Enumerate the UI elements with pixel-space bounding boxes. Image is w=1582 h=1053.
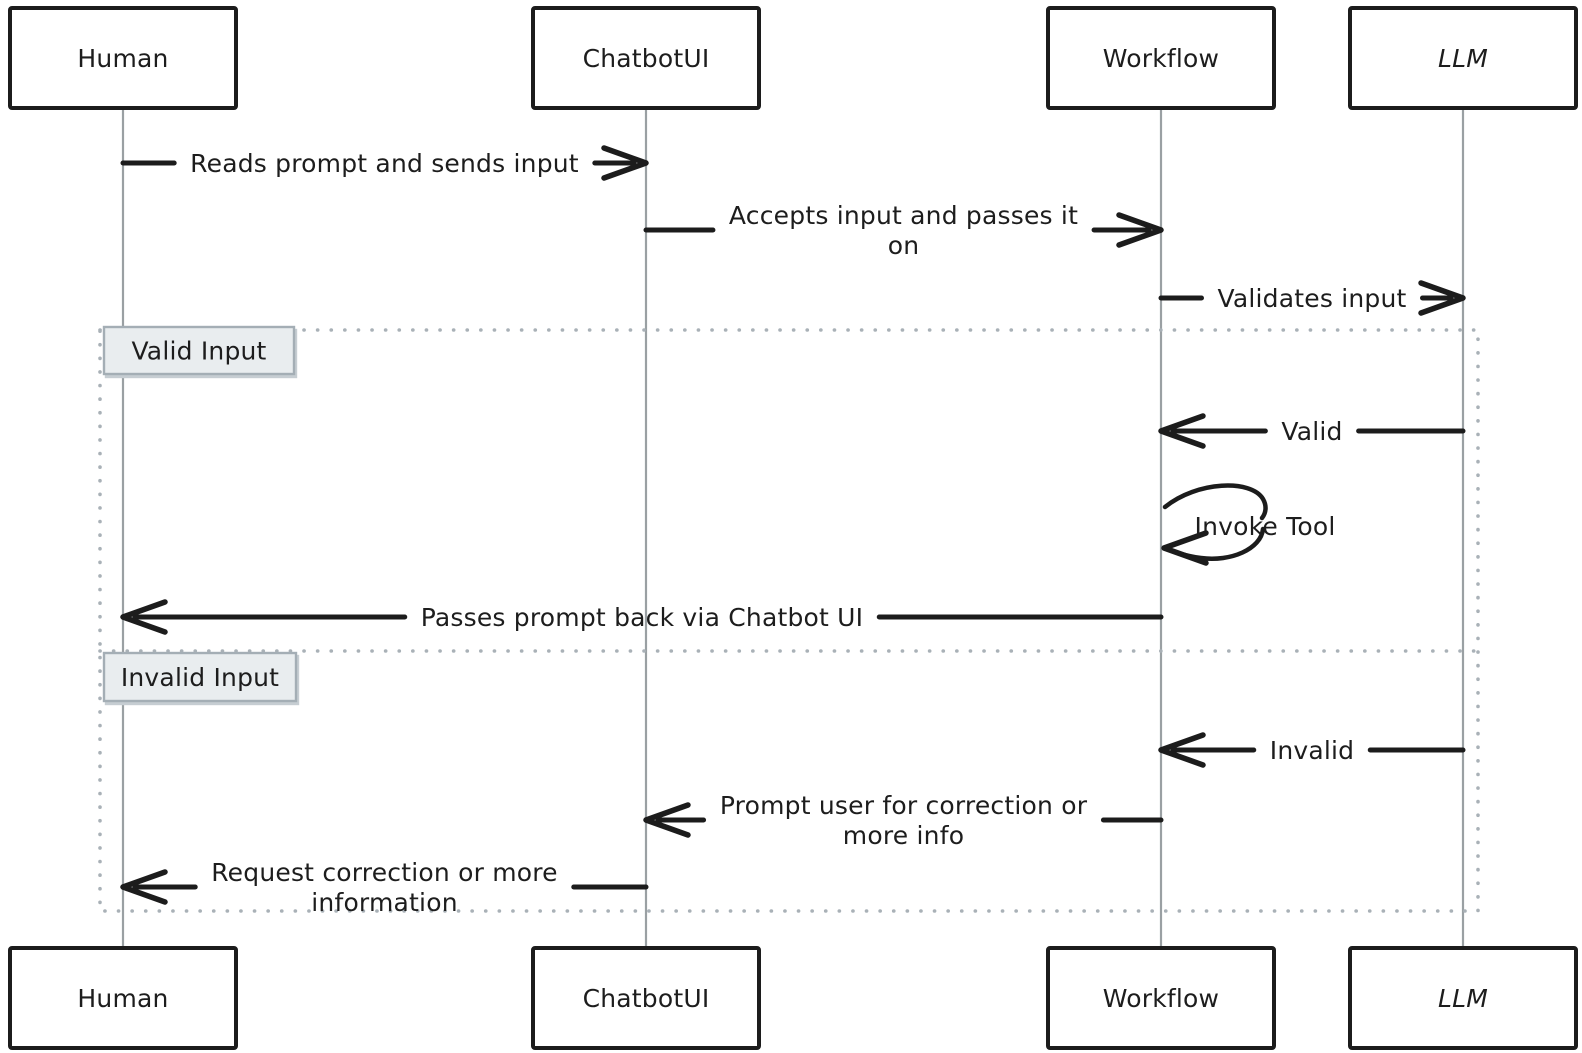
actor-human-top: Human <box>8 6 238 110</box>
message-text: on <box>888 231 920 260</box>
actor-box-llm-top <box>1348 6 1578 110</box>
actor-label-llm-bottom: LLM <box>1438 984 1488 1013</box>
message-text: Accepts input and passes it <box>729 201 1078 230</box>
message-text: more info <box>843 821 964 850</box>
actor-chatbotui-top: ChatbotUI <box>531 6 761 110</box>
message-1: Reads prompt and sends input <box>120 145 649 181</box>
message-6: Passes prompt back via Chatbot UI <box>120 599 1164 635</box>
actor-box-llm-bottom <box>1348 946 1578 1050</box>
actor-box-workflow-bottom <box>1046 946 1276 1050</box>
arrowhead <box>1116 212 1164 248</box>
message-text: Invalid <box>1270 736 1355 765</box>
message-4: Valid <box>1158 413 1466 449</box>
message-text: Prompt user for correction or <box>720 791 1088 820</box>
message-5: Invoke Tool <box>1161 483 1336 566</box>
actor-llm-bottom: LLM <box>1348 946 1578 1050</box>
actor-label-llm-top: LLM <box>1438 44 1488 73</box>
message-7: Invalid <box>1158 732 1466 768</box>
frame-label-text-0: Valid Input <box>131 337 266 366</box>
actor-box-human-bottom <box>8 946 238 1050</box>
actor-llm-top: LLM <box>1348 6 1578 110</box>
frame-label-text-1: Invalid Input <box>121 663 279 692</box>
actor-box-chatbotui-bottom <box>531 946 761 1050</box>
arrowhead <box>1158 413 1206 449</box>
actor-label-chatbotui-top: ChatbotUI <box>583 44 710 73</box>
actor-box-chatbotui-top <box>531 6 761 110</box>
arrowhead <box>1158 732 1206 768</box>
message-text: information <box>311 888 458 917</box>
actor-workflow-bottom: Workflow <box>1046 946 1276 1050</box>
arrowhead <box>120 599 168 635</box>
message-text: Reads prompt and sends input <box>190 149 579 178</box>
arrowhead <box>601 145 649 181</box>
message-text: Valid <box>1281 417 1342 446</box>
actor-chatbotui-bottom: ChatbotUI <box>531 946 761 1050</box>
self-loop-top <box>1162 483 1268 521</box>
message-text: Passes prompt back via Chatbot UI <box>421 603 864 632</box>
actor-human-bottom: Human <box>8 946 238 1050</box>
actors-layer: HumanHumanChatbotUIChatbotUIWorkflowWork… <box>8 6 1578 1050</box>
message-3: Validates input <box>1158 280 1466 316</box>
frame-section-label-0: Valid Input <box>102 325 296 376</box>
actor-box-human-top <box>8 6 238 110</box>
actor-label-human-top: Human <box>77 44 168 73</box>
frame-label-box-1 <box>102 651 298 703</box>
frame-section-label-1: Invalid Input <box>102 651 298 703</box>
arrowhead <box>643 802 691 838</box>
message-text: Invoke Tool <box>1195 512 1336 541</box>
message-text: Request correction or more <box>211 858 558 887</box>
actor-label-workflow-bottom: Workflow <box>1103 984 1219 1013</box>
message-text: Validates input <box>1217 284 1406 313</box>
actor-label-chatbotui-bottom: ChatbotUI <box>583 984 710 1013</box>
lifelines-layer <box>121 108 1465 948</box>
frame-label-box-0 <box>102 325 296 376</box>
actor-workflow-top: Workflow <box>1046 6 1276 110</box>
actor-label-workflow-top: Workflow <box>1103 44 1219 73</box>
arrowhead <box>1418 280 1466 316</box>
actor-box-workflow-top <box>1046 6 1276 110</box>
actor-label-human-bottom: Human <box>77 984 168 1013</box>
arrowhead <box>1161 530 1209 566</box>
arrowhead <box>120 869 168 905</box>
